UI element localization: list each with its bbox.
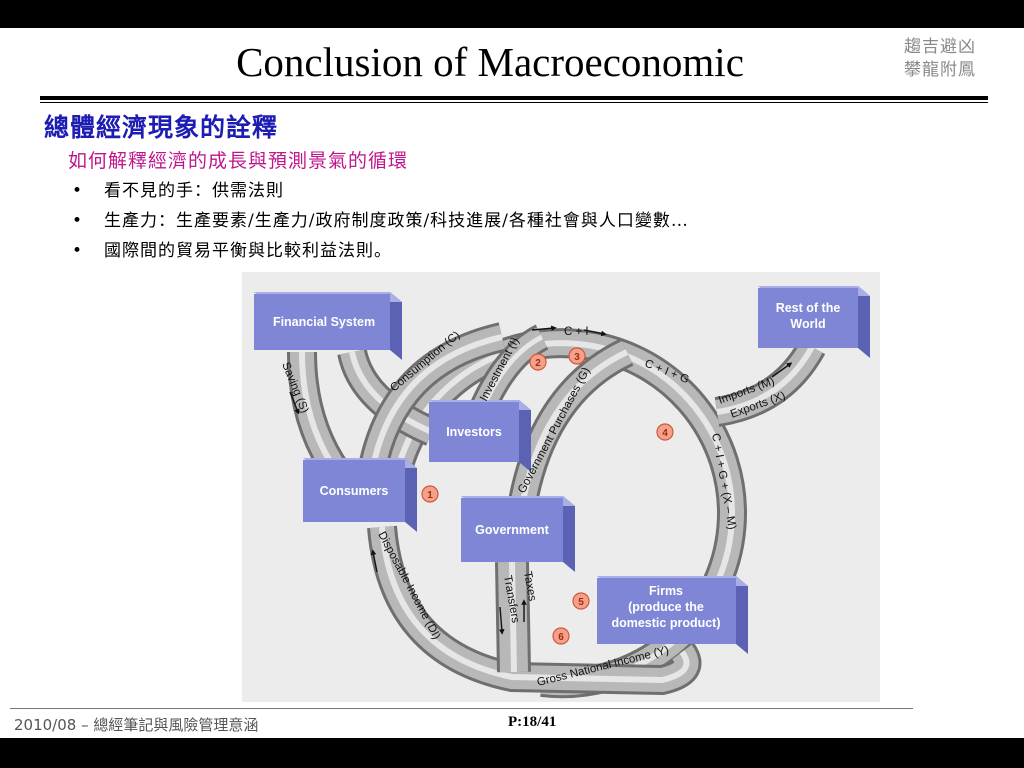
marker-1: 1 [421,485,439,503]
bullet-dot: • [72,211,84,231]
bullet-text: 看不見的手：供需法則 [104,181,284,201]
label-taxes: Taxes [521,570,538,602]
bullet-text: 國際間的貿易平衡與比較利益法則。 [104,241,392,261]
flow-pipes [287,322,826,699]
box-label: Financial System [273,315,375,329]
box-rest-of-world: Rest of the World [758,286,870,358]
corner-motto: 趨吉避凶 攀龍附鳳 [904,36,976,82]
slide-title: Conclusion of Macroeconomic [236,39,744,85]
marker-number: 6 [558,632,564,643]
marker-number: 4 [662,428,668,439]
marker-6: 6 [552,627,570,645]
label-c-plus-i: C + I [564,326,589,338]
box-consumers: Consumers [303,458,417,532]
box-label: domestic product) [611,616,720,630]
box-label: (produce the [628,600,704,614]
marker-5: 5 [572,592,590,610]
section-heading: 總體經濟現象的詮釋 [44,113,279,142]
box-label: Government [475,523,549,537]
title-rule-thick [40,96,988,100]
footer-caption: 2010/08 – 總經筆記與風險管理意涵 [14,716,259,734]
marker-number: 2 [535,358,541,369]
direction-arrows [289,325,793,635]
bullet-item: • 國際間的貿易平衡與比較利益法則。 [72,236,689,266]
page-number: P:18/41 [508,714,557,730]
slide: Conclusion of Macroeconomic 趨吉避凶 攀龍附鳳 總體… [0,28,1024,738]
marker-number: 1 [427,490,433,501]
box-label: Firms [649,584,683,598]
box-investors: Investors [429,400,531,472]
corner-motto-line-1: 趨吉避凶 [904,37,976,57]
box-financial-system: Financial System [254,292,402,360]
box-label: Rest of the [776,301,841,315]
marker-2: 2 [529,353,547,371]
box-label: Consumers [320,484,389,498]
bullet-text: 生產力：生產要素/生產力/政府制度政策/科技進展/各種社會與人口變數… [104,211,689,231]
box-label: Investors [446,425,502,439]
marker-number: 3 [574,352,580,363]
bullet-dot: • [72,181,84,201]
box-government: Government [461,496,575,572]
circular-flow-diagram: Financial System Rest of the World Inves… [242,272,880,702]
marker-number: 5 [578,597,584,608]
saving-pipe [287,351,350,481]
marker-4: 4 [656,423,674,441]
section-subheading: 如何解釋經濟的成長與預測景氣的循環 [68,150,409,172]
bullet-item: • 生產力：生產要素/生產力/政府制度政策/科技進展/各種社會與人口變數… [72,206,689,236]
bullet-item: • 看不見的手：供需法則 [72,176,689,206]
title-rule-thin [40,102,988,103]
consumption-pipe [357,322,506,475]
government-purchases-pipe [507,338,634,510]
imports-exports-pipe [714,339,826,427]
bullet-dot: • [72,241,84,261]
income-pipe [367,525,702,696]
corner-motto-line-2: 攀龍附鳳 [904,60,976,80]
taxes-transfers-pipe [495,561,531,673]
loans-pipe [337,348,439,446]
footer-rule [10,708,913,709]
main-circle-pipe [377,328,747,699]
box-firms: Firms (produce the domestic product) [597,576,748,654]
marker-3: 3 [568,347,586,365]
box-label: World [790,317,825,331]
bullet-list: • 看不見的手：供需法則 • 生產力：生產要素/生產力/政府制度政策/科技進展/各種… [72,176,689,266]
circular-flow-svg: Financial System Rest of the World Inves… [254,286,870,699]
